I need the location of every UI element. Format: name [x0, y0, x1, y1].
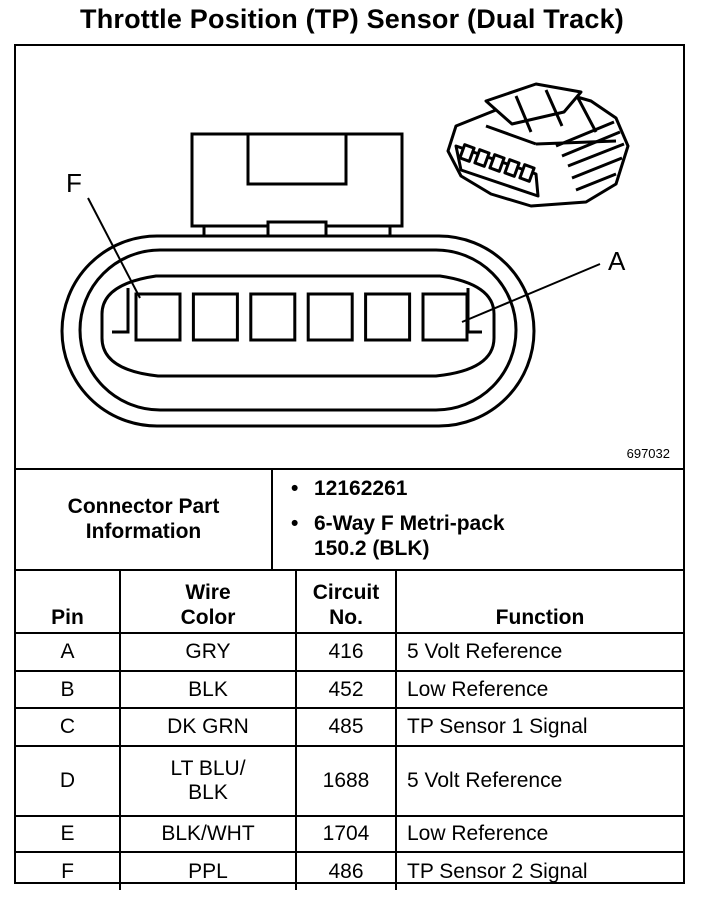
part-number: 12162261 [289, 476, 669, 501]
connector-info-label-line: Connector Part [67, 494, 220, 518]
header-pin-text: Pin [51, 606, 84, 629]
figure-number: 697032 [627, 446, 670, 461]
cell-wire-color: LT BLU/BLK [119, 745, 297, 817]
cell-wire-color: BLK [119, 670, 297, 709]
cell-pin: D [16, 745, 121, 817]
pin-label-f: F [66, 168, 82, 198]
cell-circuit: 416 [295, 632, 397, 672]
connector-sheet: F A 697032 Connector Part Information 12… [14, 44, 685, 890]
connector-part-info: Connector Part Information 12162261 6-Wa… [16, 468, 683, 571]
cell-function: Low Reference [395, 815, 683, 853]
connector-3d-sketch [446, 82, 630, 208]
connector-diagram: F A 697032 [16, 46, 683, 470]
pin-table-header: Pin Wire Color Circuit No. Function [16, 569, 683, 634]
wire-color-line: PPL [188, 859, 228, 883]
cell-function: TP Sensor 1 Signal [395, 707, 683, 747]
cell-pin: F [16, 851, 121, 890]
header-wire-color-line: Color [180, 606, 236, 629]
cell-wire-color: BLK/WHT [119, 815, 297, 853]
cell-pin: B [16, 670, 121, 709]
cell-circuit: 1688 [295, 745, 397, 817]
cell-pin: A [16, 632, 121, 672]
terminal-cavities [134, 292, 469, 342]
cell-function: Low Reference [395, 670, 683, 709]
connector-info-label-line: Information [85, 519, 202, 543]
header-pin: Pin [16, 569, 121, 634]
leader-line-a [461, 263, 601, 323]
cell-circuit: 485 [295, 707, 397, 747]
connector-latch [190, 132, 404, 240]
connector-info-list: 12162261 6-Way F Metri-pack 150.2 (BLK) [289, 476, 669, 571]
terminal-cavity [249, 292, 297, 342]
connector-description-line: 150.2 (BLK) [314, 537, 430, 560]
header-function-text: Function [495, 606, 585, 629]
wire-color-line: GRY [185, 640, 231, 663]
cell-function: TP Sensor 2 Signal [395, 851, 683, 890]
header-function: Function [395, 569, 683, 634]
wire-color-line: DK GRN [167, 715, 249, 738]
header-circuit-line: Circuit [312, 581, 380, 604]
cell-pin: E [16, 815, 121, 853]
connector-description-line: 6-Way F Metri-pack [314, 512, 505, 535]
terminal-cavity [364, 292, 412, 342]
cell-pin: C [16, 707, 121, 747]
wire-color-line: BLK/WHT [161, 822, 255, 845]
cell-function: 5 Volt Reference [395, 632, 683, 672]
cell-wire-color: GRY [119, 632, 297, 672]
cell-circuit: 452 [295, 670, 397, 709]
header-circuit-line: No. [329, 606, 363, 629]
header-wire-color-line: Wire [185, 581, 231, 604]
wire-color-line: BLK [188, 677, 228, 701]
wire-color-line: LT BLU/ [170, 757, 246, 780]
page-title: Throttle Position (TP) Sensor (Dual Trac… [80, 4, 624, 34]
terminal-cavity [191, 292, 239, 342]
pin-label-a: A [608, 246, 626, 276]
wire-color-line: BLK [188, 781, 228, 804]
cell-circuit: 486 [295, 851, 397, 890]
connector-part-info-label: Connector Part Information [16, 468, 273, 569]
cell-function: 5 Volt Reference [395, 745, 683, 817]
leader-line-f [87, 197, 141, 299]
connector-face [60, 234, 536, 428]
part-number-text: 12162261 [314, 477, 408, 500]
connector-drawing: F A 697032 [60, 82, 670, 461]
cell-wire-color: PPL [119, 851, 297, 890]
header-circuit: Circuit No. [295, 569, 397, 634]
cell-circuit: 1704 [295, 815, 397, 853]
header-wire-color: Wire Color [119, 569, 297, 634]
cell-wire-color: DK GRN [119, 707, 297, 747]
terminal-cavity [306, 292, 354, 342]
pin-leaders [87, 197, 601, 323]
pin-table: Pin Wire Color Circuit No. Function A GRY… [16, 569, 683, 890]
terminal-cavity [134, 292, 182, 342]
terminal-cavity [421, 292, 469, 342]
connector-description: 6-Way F Metri-pack 150.2 (BLK) [289, 511, 669, 561]
